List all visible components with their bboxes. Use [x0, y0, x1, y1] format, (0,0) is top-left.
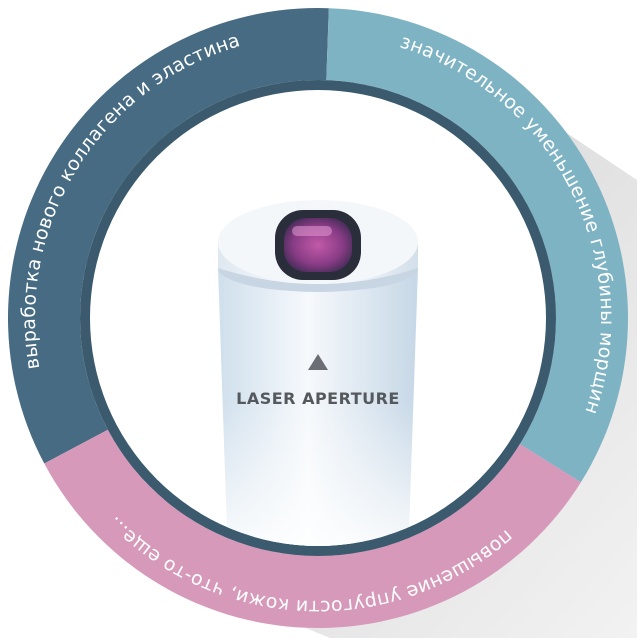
lens-highlight — [292, 226, 332, 236]
device-fade — [200, 400, 440, 546]
segment-collagen — [7, 7, 329, 464]
segment-wrinkles — [326, 8, 628, 483]
segment-elasticity — [44, 429, 581, 628]
aperture-arrow-icon — [308, 354, 328, 370]
laser-device-image: LASER APERTURE — [200, 200, 440, 546]
aperture-label: LASER APERTURE — [236, 389, 400, 408]
